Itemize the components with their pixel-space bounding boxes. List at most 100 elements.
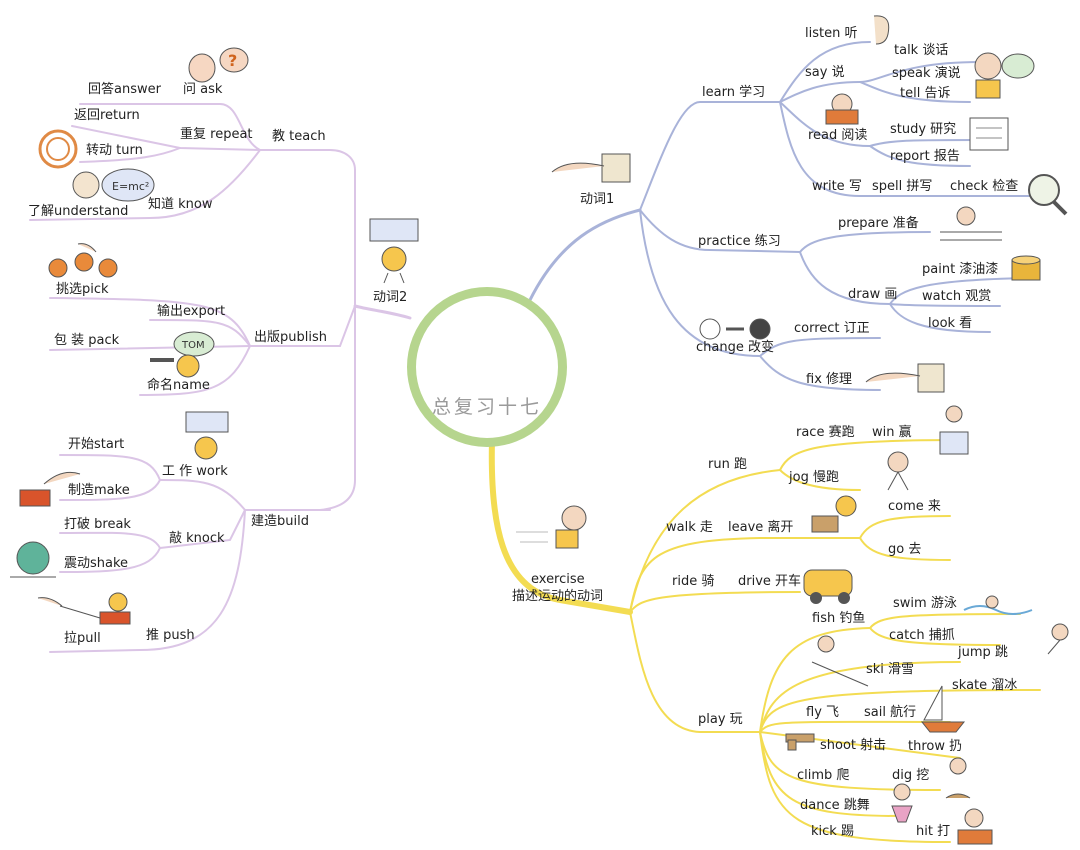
node-ask: 问 ask (183, 82, 223, 97)
node-skate: skate 溜冰 (952, 678, 1018, 693)
branch-line (759, 731, 951, 843)
node-publish: 出版publish (254, 330, 327, 345)
branch-line (889, 303, 1001, 307)
branch-line (759, 720, 951, 733)
node-hit: hit 打 (916, 824, 951, 839)
node-know: 知道 know (148, 197, 213, 212)
node-push: 推 push (146, 628, 195, 643)
branch-line (629, 537, 861, 613)
tom-text: TOM (181, 340, 205, 351)
sign-worker-icon (184, 410, 236, 470)
node-break: 打破 break (64, 517, 131, 532)
hand-key-icon (548, 150, 634, 194)
car-icon (790, 562, 868, 610)
node-start: 开始start (68, 437, 125, 452)
node-walk: walk 走 (666, 520, 713, 535)
node-draw: draw 画 (848, 287, 898, 302)
node-pack: 包 装 pack (54, 333, 120, 348)
branch-line (59, 531, 161, 549)
node-repeat: 重复 repeat (180, 127, 253, 142)
node-spell: spell 拼写 (872, 179, 933, 194)
branch-line (759, 731, 901, 817)
branch-line (639, 209, 761, 357)
tom-bubble-icon: TOM (146, 330, 222, 384)
node-understand: 了解understand (28, 204, 129, 219)
swimmer-icon (962, 592, 1034, 622)
branch-line (249, 305, 356, 347)
node-build: 建造build (251, 514, 309, 529)
winner-podium-icon (928, 402, 980, 462)
branch-line (869, 627, 1001, 646)
branch-line (889, 277, 1031, 305)
node-report: report 报告 (890, 149, 960, 164)
rotate-sign-icon (36, 127, 80, 175)
node-paint: paint 漆油漆 (922, 262, 999, 277)
node-fish: fish 钓鱼 (812, 611, 866, 626)
node-correct: correct 订正 (794, 321, 870, 336)
node-catch: catch 捕抓 (889, 628, 955, 643)
branch-line (859, 515, 951, 539)
node-kick: kick 踢 (811, 824, 854, 839)
node-look: look 看 (928, 316, 973, 331)
node-race: race 赛跑 (796, 425, 855, 440)
skier-icon (808, 632, 872, 692)
branch-line (889, 303, 991, 333)
branch-line (779, 81, 861, 103)
svg-text:?: ? (228, 51, 237, 70)
node-dig: dig 挖 (892, 768, 930, 783)
node-pick: 挑选pick (56, 282, 109, 297)
node-win: win 赢 (872, 425, 912, 440)
node-talk: talk 谈话 (894, 43, 949, 58)
node-play: play 玩 (698, 712, 743, 727)
kneeling-person-icon (936, 204, 1006, 248)
branch-line (759, 627, 871, 733)
branch-line (139, 345, 251, 396)
gun-icon (782, 728, 818, 756)
node-study: study 研究 (890, 122, 957, 137)
branch-line (79, 147, 181, 163)
node-sail: sail 航行 (864, 705, 917, 720)
center-title: 总复习十七 (431, 396, 542, 418)
node-jump: jump 跳 (958, 645, 1008, 660)
node-read: read 阅读 (808, 128, 868, 143)
dancer-icon (884, 782, 920, 832)
branch-line (639, 101, 781, 211)
branch-line (629, 591, 801, 613)
paint-bucket-icon (1008, 252, 1044, 286)
branch-line (259, 149, 356, 307)
branch-line (49, 509, 246, 653)
node-go: go 去 (888, 542, 922, 557)
node-name: 命名name (147, 378, 210, 393)
branch-line (488, 437, 633, 615)
branch-line (779, 41, 871, 103)
node-pull: 拉pull (64, 631, 101, 646)
center-node: 总复习十七 (407, 287, 567, 447)
branch-line (859, 537, 951, 561)
oranges-icon (48, 240, 120, 284)
branch-line (869, 613, 1021, 629)
node-knock: 敲 knock (169, 531, 225, 546)
node-turn: 转动 turn (86, 143, 143, 158)
node-work: 工 作 work (162, 464, 228, 479)
branch-line (149, 319, 251, 347)
node-tell: tell 告诉 (900, 86, 951, 101)
node-answer: 回答answer (88, 82, 161, 97)
sailboat-icon (918, 682, 968, 738)
emc-text: E=mc² (112, 180, 149, 193)
branch-line (49, 345, 251, 351)
branch-line (59, 454, 161, 481)
branch-line (528, 208, 642, 302)
node-make: 制造make (68, 483, 130, 498)
node-fly: fly 飞 (806, 705, 840, 720)
node-climb: climb 爬 (797, 768, 850, 783)
node-dance: dance 跳舞 (800, 798, 870, 813)
node-watch: watch 观赏 (922, 289, 992, 304)
branch-line (859, 61, 981, 83)
branch-line (869, 145, 971, 167)
branch-line (779, 101, 871, 147)
node-prepare: prepare 准备 (838, 216, 919, 231)
speaker-icon (968, 44, 1038, 104)
branch-line (29, 149, 261, 221)
branch-line (59, 479, 161, 501)
